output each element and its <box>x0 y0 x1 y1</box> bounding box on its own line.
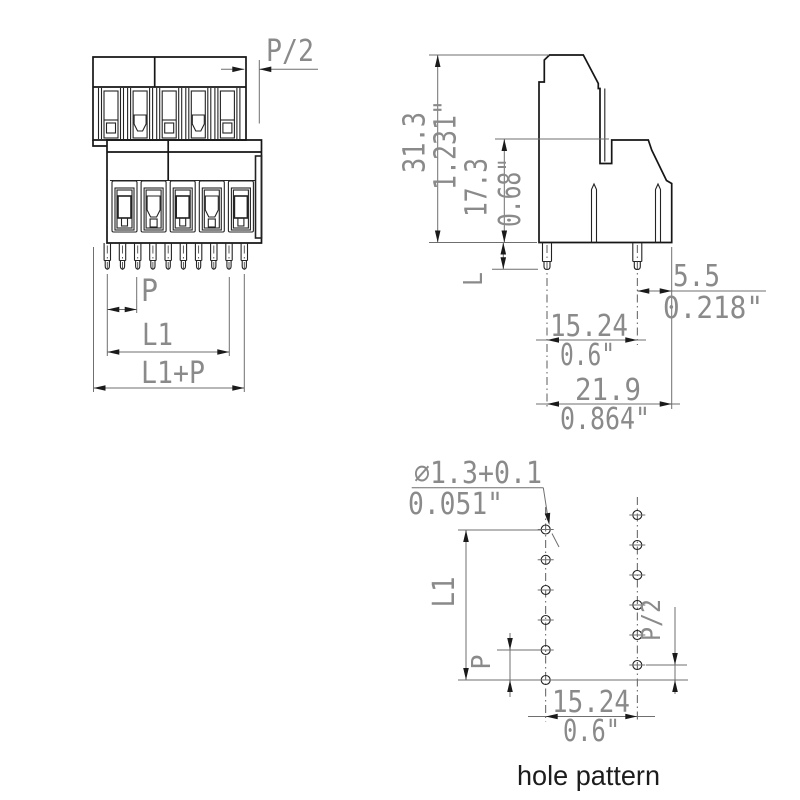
dim-front-p: P <box>106 274 158 356</box>
dim-label-hole-dia-mm: ∅1.3+0.1 <box>414 456 542 491</box>
dim-label-p-half: P/2 <box>266 34 314 69</box>
dim-label-depth-in: 0.864" <box>560 402 650 437</box>
dim-label-col-spacing-mm: 15.24 <box>552 685 630 720</box>
dim-label-pin-to-edge-in: 0.218" <box>663 291 763 326</box>
front-pins <box>103 242 249 273</box>
front-end-plate <box>254 155 263 239</box>
dim-hole-l1: L1 <box>427 529 688 681</box>
dim-front-l1: L1 <box>107 277 230 356</box>
dim-label-total-height-in: 1.231" <box>429 100 464 190</box>
dim-hole-p-half: P/2 <box>637 599 687 694</box>
hole-pattern-caption: hole pattern <box>517 760 660 791</box>
dim-label-front-height-in: 0.68" <box>493 158 528 227</box>
dim-hole-col-spacing: 15.24 0.6" <box>528 685 655 749</box>
dim-hole-p: P <box>467 633 547 697</box>
side-clamp-slot-left <box>590 182 598 243</box>
dim-side-front-height: 17.3 0.68" <box>460 138 609 243</box>
dim-side-total-height: 31.3 1.231" <box>398 54 549 243</box>
dim-label-total-height-mm: 31.3 <box>398 112 433 173</box>
dim-label-hole-l1: L1 <box>427 577 462 608</box>
front-bottom-housing-outline <box>92 139 263 244</box>
side-housing-outline <box>538 54 673 244</box>
front-view: P/2 P L1 L1+P <box>92 34 318 392</box>
dim-hole-diameter: ∅1.3+0.1 0.051" <box>408 456 560 548</box>
dim-label-hole-dia-in: 0.051" <box>408 487 503 522</box>
dim-label-pin-spacing-in: 0.6" <box>560 338 615 373</box>
dim-front-l1-plus-p: L1+P <box>93 247 245 392</box>
dim-side-pin-spacing: 15.24 0.6" <box>536 309 646 373</box>
dim-label-front-height-mm: 17.3 <box>460 158 495 217</box>
dim-label-l1: L1 <box>142 318 173 353</box>
dim-label-depth-mm: 21.9 <box>575 373 641 408</box>
dim-label-hole-p-half: P/2 <box>637 599 667 641</box>
dim-label-col-spacing-in: 0.6" <box>563 714 620 749</box>
side-view: 31.3 1.231" 17.3 0.68" L 5.5 0.218" 15.2… <box>398 54 766 437</box>
dim-label-pin-spacing-mm: 15.24 <box>550 309 628 344</box>
dim-front-p-half: P/2 <box>221 34 318 124</box>
dim-label-l1-plus-p: L1+P <box>141 356 205 391</box>
dim-side-depth: 21.9 0.864" <box>536 373 680 437</box>
hole-pattern-view: ∅1.3+0.1 0.051" L1 P P/2 15.24 0.6" ho <box>408 456 688 791</box>
dim-label-hole-p: P <box>467 655 497 670</box>
dim-side-pin-length: L <box>459 242 538 286</box>
dim-label-pin-to-edge-mm: 5.5 <box>673 259 720 294</box>
side-clamp-slot-right <box>654 182 662 243</box>
dim-side-pin-to-edge: 5.5 0.218" <box>637 247 766 409</box>
dim-label-pin-length: L <box>459 272 489 286</box>
dim-label-p: P <box>141 274 158 309</box>
